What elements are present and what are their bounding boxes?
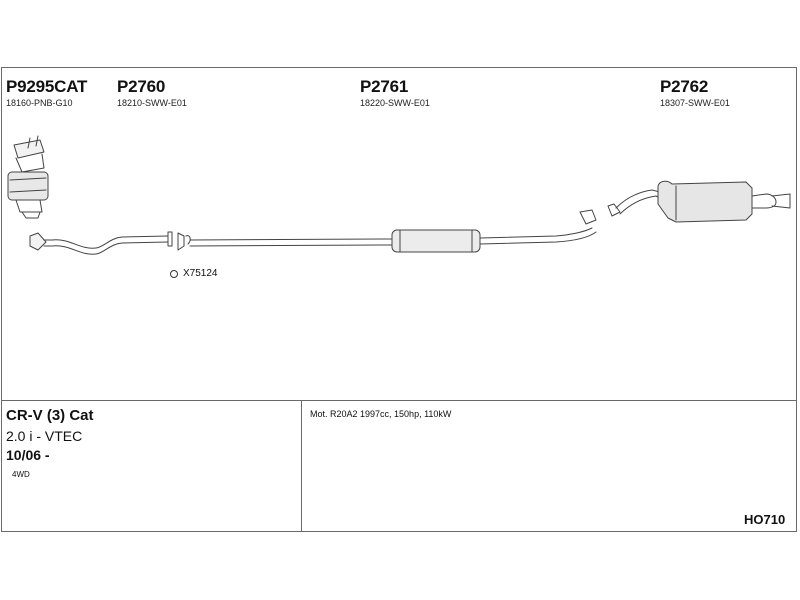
rear-silencer-drawing	[608, 181, 790, 222]
part-number: P2762	[660, 77, 709, 96]
oem-number: 18307-SWW-E01	[660, 98, 730, 108]
part-p2760[interactable]: P2760 18210-SWW-E01	[117, 78, 187, 109]
oem-number: 18160-PNB-G10	[6, 98, 73, 108]
system-code: HO710	[744, 512, 786, 527]
flange-drawing	[178, 233, 190, 250]
front-pipe-drawing	[30, 232, 172, 254]
oem-number: 18210-SWW-E01	[117, 98, 187, 108]
vehicle-engine: 2.0 i - VTEC	[6, 428, 83, 444]
divider-horizontal	[1, 400, 797, 401]
divider-vertical	[301, 400, 302, 532]
part-number: P2761	[360, 77, 409, 96]
motor-spec: Mot. R20A2 1997cc, 150hp, 110kW	[310, 409, 452, 419]
oem-number: 18220-SWW-E01	[360, 98, 430, 108]
part-p2762[interactable]: P2762 18307-SWW-E01	[660, 78, 730, 109]
vehicle-drive: 4WD	[12, 470, 30, 479]
vehicle-model: CR-V (3) Cat	[6, 407, 94, 424]
part-number: P9295CAT	[6, 77, 88, 96]
part-p2761[interactable]: P2761 18220-SWW-E01	[360, 78, 430, 109]
catalytic-converter-drawing	[8, 136, 48, 218]
part-p9295cat[interactable]: P9295CAT 18160-PNB-G10	[6, 78, 87, 109]
circle-icon	[170, 269, 178, 278]
part-number: P2760	[117, 77, 166, 96]
clamp-x75124[interactable]: X75124	[170, 268, 217, 279]
diagram-frame	[1, 67, 797, 532]
middle-silencer-drawing	[190, 210, 596, 252]
clamp-label: X75124	[183, 268, 218, 279]
vehicle-date: 10/06 -	[6, 447, 50, 463]
